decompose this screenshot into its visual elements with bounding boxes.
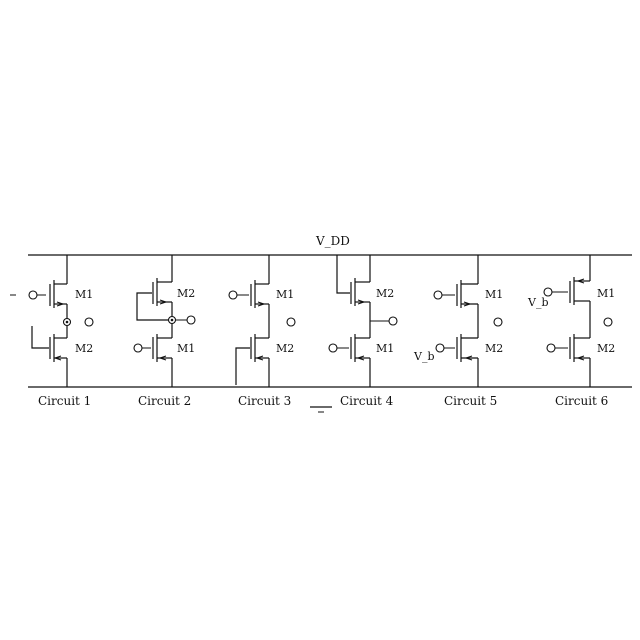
circuit-6: V_b M1 M2 Circuit 6 [527,255,615,408]
c5-input-node [433,290,443,300]
c1-bot-label: M2 [75,342,93,355]
c5-vb-label: V_b [413,350,435,363]
c1-transistor-top [49,255,68,308]
c4-top-gate-feed [336,255,350,294]
c3-bot-gate-feed [235,347,250,385]
c6-output-node [603,317,613,327]
c1-top-arrow [56,301,65,307]
c2-input-node [133,343,143,353]
c3-top-label: M1 [276,288,294,301]
c2-bot-label: M1 [177,342,195,355]
c5-bot-arrow [464,355,473,361]
c1-caption: Circuit 1 [38,394,91,408]
c1-input-node [28,290,38,300]
c5-caption: Circuit 5 [444,394,497,408]
c6-vb-label: V_b [527,296,549,309]
circuit-4: M2 M1 Circuit 4 [328,255,398,408]
c6-transistor-bot [546,334,591,387]
circuit-5: M1 V_b M2 Circuit 5 [413,255,503,408]
c4-input-node [328,343,338,353]
c6-bot-label: M2 [597,342,615,355]
c4-top-arrow [357,299,366,305]
c4-caption: Circuit 4 [340,394,394,408]
c1-top-label: M1 [75,288,93,301]
c6-top-label: M1 [597,287,615,300]
c1-output-node [84,317,94,327]
c4-transistor-top [336,255,371,306]
c2-top-arrow [159,299,168,305]
c2-bot-arrow [158,355,167,361]
c6-bot-arrow [576,355,585,361]
c3-input-node [228,290,238,300]
c3-transistor-bot [235,334,270,387]
c2-transistor-bot [133,334,173,387]
c4-bot-arrow [356,355,365,361]
c4-transistor-bot [328,334,371,387]
c5-transistor-bot: V_b [413,334,479,387]
c5-vb-node [435,343,445,353]
c3-bot-label: M2 [276,342,294,355]
c4-top-label: M2 [376,287,394,300]
c5-bot-label: M2 [485,342,503,355]
c5-top-arrow [463,301,472,307]
c6-transistor-top [569,255,591,305]
c6-input-node [546,343,556,353]
c6-vb-node [543,287,553,297]
c2-output-node [186,315,196,325]
c3-caption: Circuit 3 [238,394,291,408]
c3-bot-arrow [255,355,264,361]
c1-transistor-bot [31,326,68,387]
c4-bot-label: M1 [376,342,394,355]
circuit-1: M1 M2 Circuit 1 [10,255,94,408]
vdd-label: V_DD [315,234,350,248]
c5-output-node [493,317,503,327]
c1-bot-arrow [53,355,62,361]
c2-transistor-top [136,255,173,321]
c6-caption: Circuit 6 [555,394,608,408]
c5-transistor-top [456,255,479,308]
c2-caption: Circuit 2 [138,394,191,408]
circuit-2: M2 M1 Circuit 2 [133,255,196,408]
c1-bot-gate-feed [31,326,49,349]
circuit-3: M1 M2 Circuit 3 [228,255,332,413]
c3-transistor-top [250,255,270,308]
c3-top-arrow [257,301,266,307]
c2-gate-feedback [136,292,172,321]
c3-output-node [286,317,296,327]
c6-top-arrow [576,278,585,284]
c4-output-node [388,316,398,326]
c5-top-label: M1 [485,288,503,301]
c2-top-label: M2 [177,287,195,300]
